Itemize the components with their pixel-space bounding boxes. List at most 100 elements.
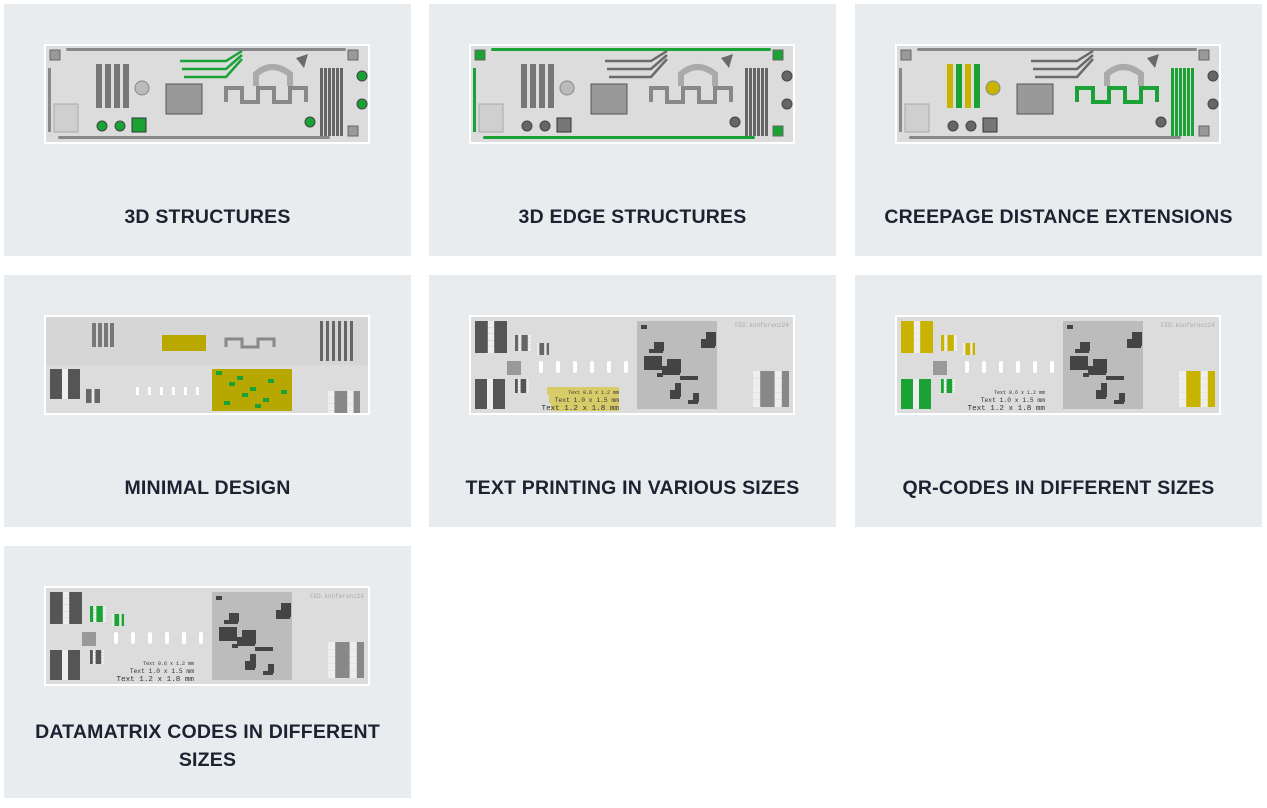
- slot-bar: [548, 64, 554, 108]
- ic-chip: [165, 83, 203, 115]
- edge-rail-top: [66, 48, 346, 51]
- stripe-bar: [350, 321, 353, 361]
- card-title: QR-CODES IN DIFFERENT SIZES: [902, 477, 1215, 499]
- corner-pad: [347, 49, 359, 61]
- qr-code-small-module: [517, 379, 521, 382]
- datamatrix-code-module: [953, 347, 957, 351]
- datamatrix-code-module: [93, 606, 97, 610]
- qr-code-module: [62, 381, 68, 387]
- circuit-trace: [281, 390, 287, 394]
- logo-mark: [53, 103, 79, 133]
- datamatrix-code-module: [944, 344, 948, 348]
- white-slot: [999, 361, 1003, 373]
- circuit-trace: [245, 661, 255, 670]
- white-slot: [165, 632, 169, 644]
- qr-code-small-module: [92, 652, 96, 656]
- qr-code-module: [62, 387, 68, 393]
- datamatrix-code-module: [112, 621, 115, 624]
- corner-pad: [1198, 49, 1210, 61]
- card-minimal-design[interactable]: MINIMAL DESIGN: [4, 275, 411, 527]
- datamatrix-code-large-module: [328, 391, 335, 398]
- circuit-trace: [1096, 390, 1106, 399]
- stripe-bar: [1179, 68, 1182, 136]
- datamatrix-code-module: [119, 614, 122, 617]
- card-title: TEXT PRINTING IN VARIOUS SIZES: [465, 477, 800, 499]
- edge-rail-bottom: [58, 136, 330, 139]
- circuit-trace: [276, 610, 290, 619]
- qr-code-small-module: [526, 390, 529, 393]
- datamatrix-code-large-module: [349, 670, 357, 678]
- circuit-trace: [237, 376, 243, 380]
- datamatrix-code-large-module: [349, 649, 357, 657]
- via-pad: [356, 70, 368, 82]
- card-image: [895, 44, 1221, 144]
- datamatrix-code-module: [91, 391, 95, 395]
- white-slot: [573, 361, 577, 373]
- pcb-illustration: [46, 46, 368, 142]
- card-image: [44, 44, 370, 144]
- datamatrix-code-module: [93, 612, 97, 616]
- size-text: Text 0.6 x 1.2 mm: [143, 661, 194, 667]
- slot-bar: [521, 64, 527, 108]
- qr-code-small-module: [526, 381, 529, 385]
- datamatrix-code-module: [527, 335, 531, 339]
- circuit-trace: [255, 404, 261, 408]
- datamatrix-code-large-module: [347, 397, 354, 404]
- circuit-trace: [662, 366, 680, 375]
- circuit-trace: [1119, 393, 1125, 402]
- datamatrix-code-large-module: [753, 378, 761, 386]
- datamatrix-code-large-module: [328, 656, 336, 664]
- slot-bar: [110, 323, 114, 347]
- slot-bar: [539, 64, 545, 108]
- trace-line: [180, 49, 243, 63]
- card-3d-structures[interactable]: 3D STRUCTURES: [4, 4, 411, 256]
- qr-code-large-module: [62, 611, 70, 618]
- via-pad: [304, 116, 316, 128]
- datamatrix-code-large-module: [1200, 399, 1208, 407]
- stripe-bar: [328, 68, 331, 136]
- pad-round: [985, 80, 1001, 96]
- card-3d-edge-structures[interactable]: 3D EDGE STRUCTURES: [429, 4, 836, 256]
- pad-round: [559, 80, 575, 96]
- trace-line: [1035, 58, 1094, 79]
- datamatrix-code-large-module: [328, 649, 336, 657]
- circuit-trace: [232, 644, 238, 648]
- datamatrix-code-module: [953, 338, 957, 342]
- qr-code-small-module: [101, 658, 104, 662]
- logo-mark: [904, 103, 930, 133]
- datamatrix-code-module: [544, 345, 547, 348]
- card-creepage-distance-extensions[interactable]: CREEPAGE DISTANCE EXTENSIONS: [855, 4, 1262, 256]
- stripe-bar: [324, 68, 327, 136]
- qr-code-large-module: [913, 321, 921, 328]
- qr-code-small-module: [92, 655, 96, 659]
- datamatrix-code-module: [102, 618, 106, 622]
- datamatrix-code-large-module: [1179, 392, 1187, 400]
- datamatrix-code-large-module: [774, 385, 782, 393]
- via-pad: [1207, 70, 1219, 82]
- square-connector: [556, 117, 572, 133]
- datamatrix-code-module: [527, 341, 531, 345]
- stripe-bar: [1191, 68, 1194, 136]
- triangle-mark: [721, 54, 733, 68]
- size-text: Text 0.6 x 1.2 mm: [994, 390, 1045, 396]
- white-slot: [624, 361, 628, 373]
- pcb-board: [897, 317, 1219, 413]
- datamatrix-code-module: [944, 341, 948, 345]
- circuit-trace: [237, 637, 255, 646]
- circuit-trace: [1088, 366, 1106, 375]
- qr-code-small-module: [101, 650, 104, 653]
- datamatrix-code-large-module: [328, 397, 335, 404]
- qr-code-module: [62, 393, 68, 399]
- circuit-trace: [649, 349, 663, 353]
- datamatrix-code-module: [527, 338, 531, 342]
- datamatrix-code-large-module: [774, 399, 782, 407]
- gray-square: [933, 361, 947, 375]
- datamatrix-code-module: [544, 343, 547, 346]
- white-slot: [182, 632, 186, 644]
- qr-code-small-module: [101, 652, 104, 656]
- qr-code-large-module: [62, 617, 70, 624]
